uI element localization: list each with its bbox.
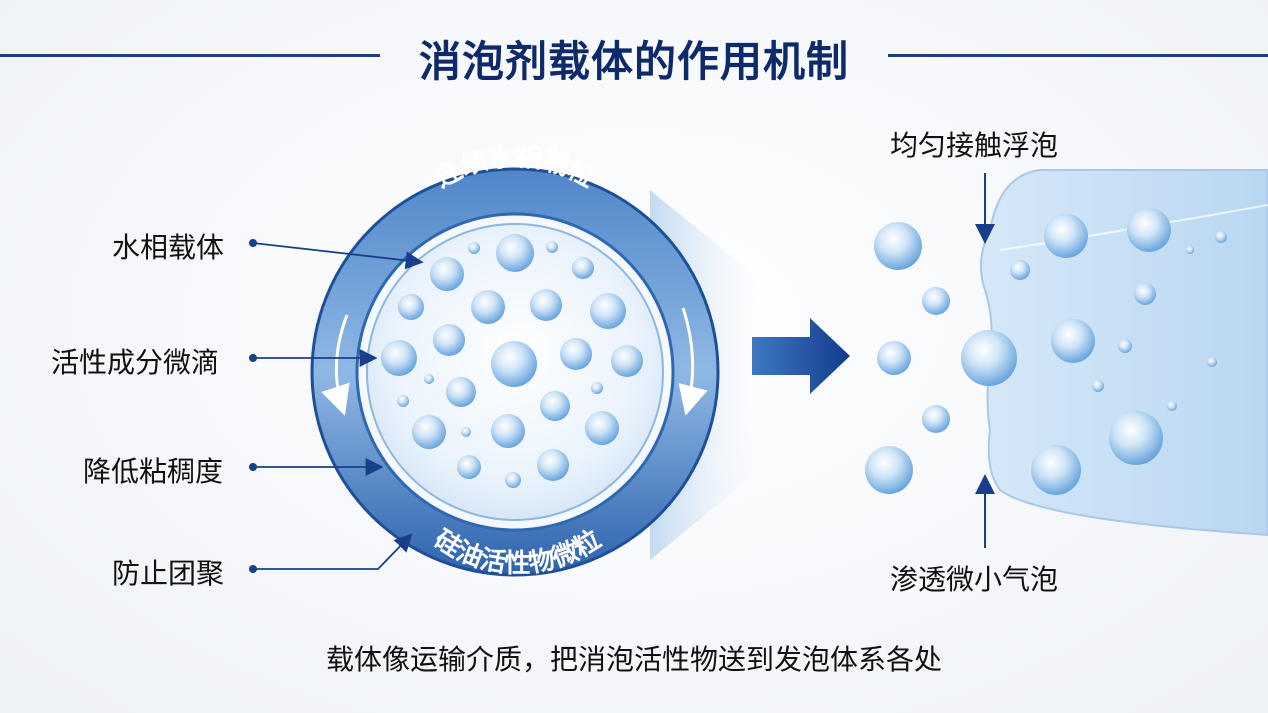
- label-prevent-agglomeration: 防止团聚: [112, 557, 225, 590]
- bubble: [1051, 319, 1095, 363]
- leader-dot: [249, 239, 257, 247]
- droplet: [412, 415, 446, 449]
- leader-line-anti-agglomeration: [253, 533, 413, 570]
- leader-dot: [249, 463, 257, 471]
- bubble: [961, 330, 1017, 386]
- title-rule-right: [888, 54, 1268, 57]
- bubble: [1092, 380, 1104, 392]
- droplet: [471, 290, 505, 324]
- droplet: [591, 382, 603, 394]
- bubble: [1207, 357, 1217, 367]
- label-water-carrier: 水相载体: [112, 231, 225, 264]
- ring-flow-arrow-right: [678, 307, 708, 416]
- droplet: [381, 340, 417, 376]
- label-lower-viscosity: 降低粘稠度: [83, 455, 224, 488]
- label-contact-foam: 均匀接触浮泡: [890, 129, 1059, 162]
- droplet: [397, 395, 409, 407]
- foam-surface: [999, 204, 1268, 251]
- free-bubbles: [865, 222, 1017, 494]
- droplet: [468, 242, 480, 254]
- droplet: [491, 341, 537, 387]
- bubble: [1010, 260, 1030, 280]
- droplet: [611, 345, 643, 377]
- droplet: [461, 427, 471, 437]
- droplet: [585, 411, 619, 445]
- bubble: [1127, 208, 1171, 252]
- droplet: [430, 257, 464, 291]
- droplet: [433, 324, 465, 356]
- leader-dot: [249, 354, 257, 362]
- page-title: 消泡剂载体的作用机制: [418, 37, 849, 86]
- droplet: [491, 414, 525, 448]
- bubble: [922, 287, 950, 315]
- droplet: [398, 294, 424, 320]
- foam-bubbles: [1010, 208, 1227, 495]
- droplet: [530, 289, 562, 321]
- bubble: [1031, 445, 1081, 495]
- droplet: [457, 455, 481, 479]
- caption: 载体像运输介质，把消泡活性物送到发泡体系各处: [325, 643, 942, 676]
- bubble: [1118, 339, 1132, 353]
- leader-dot: [249, 565, 257, 573]
- title-rule-left: [0, 54, 380, 57]
- droplet: [546, 241, 558, 253]
- ring-flow-arrow-left: [321, 314, 350, 416]
- label-active-droplets: 活性成分微滴: [51, 346, 220, 379]
- bubble: [1167, 401, 1177, 411]
- bubble: [1109, 411, 1163, 465]
- bubble: [1044, 214, 1088, 258]
- leader-line-water-carrier: [252, 242, 424, 270]
- bubble: [1134, 283, 1156, 305]
- droplet: [572, 257, 594, 279]
- droplet: [424, 374, 434, 384]
- bubble: [865, 446, 913, 494]
- bubble: [877, 341, 911, 375]
- droplet: [446, 377, 476, 407]
- droplet: [505, 472, 521, 488]
- bubble: [922, 405, 950, 433]
- droplet: [560, 338, 592, 370]
- droplets: [381, 234, 643, 488]
- droplet: [496, 234, 534, 272]
- bubble: [1186, 246, 1194, 254]
- label-penetrate-bubbles: 渗透微小气泡: [890, 563, 1059, 596]
- bubble: [874, 222, 922, 270]
- bubble: [1215, 231, 1227, 243]
- droplet: [590, 293, 626, 329]
- droplet: [540, 391, 570, 421]
- droplet: [537, 449, 569, 481]
- process-arrow: [752, 318, 850, 394]
